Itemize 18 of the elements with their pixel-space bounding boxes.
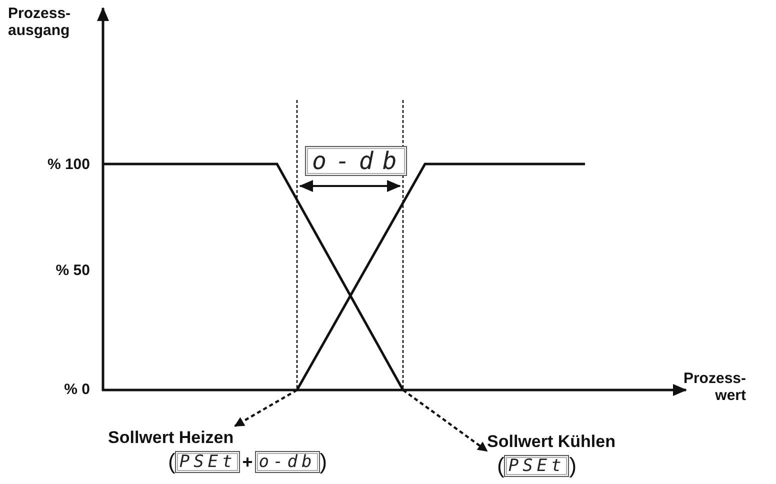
leader-arrow xyxy=(402,389,488,452)
parenthesis: ( xyxy=(168,451,176,473)
tick-label: % 50 xyxy=(54,262,90,279)
axis-title: Prozess- ausgang xyxy=(8,5,72,39)
parenthesis: ( xyxy=(497,455,504,477)
tick-label: % 100 xyxy=(46,156,90,173)
display-code: PSEt xyxy=(175,451,240,473)
setpoint-label: Sollwert Heizen xyxy=(108,428,234,448)
setpoint-label: Sollwert Kühlen xyxy=(487,432,616,452)
plus-sign: + xyxy=(242,452,253,472)
leader-arrow xyxy=(234,389,298,427)
axis-title: Prozess- wert xyxy=(682,370,746,404)
parenthesis: ) xyxy=(569,455,577,477)
display-code: o-db xyxy=(305,146,407,176)
parenthesis: ) xyxy=(320,451,328,473)
tick-label: % 0 xyxy=(63,381,90,398)
display-code: o-db xyxy=(254,451,320,473)
display-code: PSEt xyxy=(504,455,570,477)
